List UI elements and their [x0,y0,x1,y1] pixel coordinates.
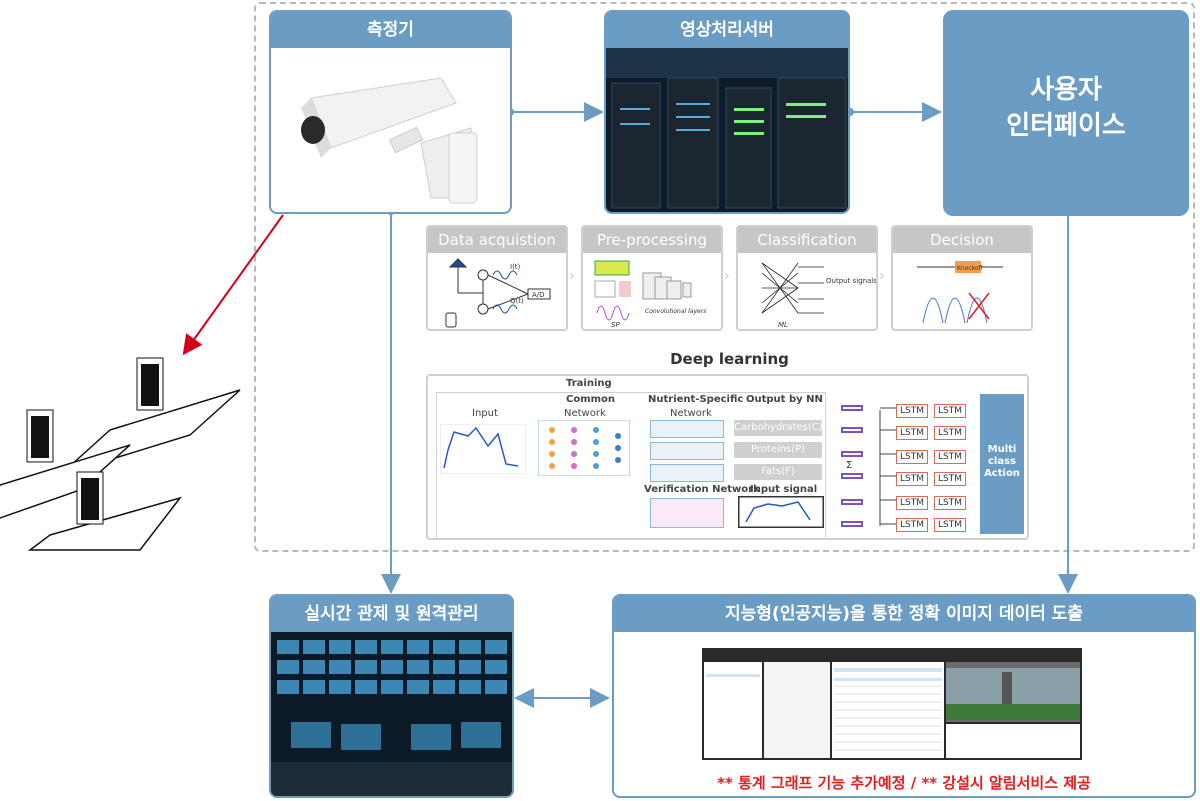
lstm-cell: LSTM [934,496,966,510]
mca-line1: Multi [987,444,1017,455]
lstm-cell: LSTM [934,472,966,486]
classification-diagram: Output signals ML [761,262,877,329]
common-label: Common [566,394,616,405]
chevron-right-icon: › [569,268,575,284]
label-ad: A/D [532,291,545,299]
output-fats: Fats(F) [734,464,822,480]
monitoring-title: 실시간 관제 및 원격관리 [271,596,512,632]
lstm-cell: LSTM [896,472,928,486]
lstm-cell: LSTM [934,518,966,532]
output-proteins: Proteins(P) [734,442,822,458]
stage-title: Data acquistion [428,227,566,253]
training-label: Training [566,378,612,389]
stage-title: Pre-processing [583,227,721,253]
control-room-image [271,632,512,796]
lstm-cell: LSTM [934,404,966,418]
input-signal-plot [738,496,824,528]
chevron-right-icon: › [724,268,730,284]
software-screenshot [702,648,1082,760]
input-label: Input [472,408,498,419]
network2-label: Network [670,408,712,419]
ui-title-line1: 사용자 [1030,75,1102,105]
intelligent-title: 지능형(인공지능)을 통한 정확 이미지 데이터 도출 [614,596,1194,632]
multi-class-action-box: Multi class Action [980,394,1024,534]
lstm-cell: LSTM [934,450,966,464]
verification-network [650,498,724,528]
lstm-cell: LSTM [934,426,966,440]
server-title: 영상처리서버 [606,12,848,48]
monitoring-card: 실시간 관제 및 원격관리 [269,594,514,798]
nutrient-network-2 [650,442,724,460]
output-nn-label: Output by NN [746,394,823,405]
deep-learning-diagram: Training Input Common Network Nutrient-S… [426,374,1029,540]
server-card: 영상처리서버 [604,10,850,214]
verification-label: Verification Network [644,484,760,495]
nutrient-network-3 [650,464,724,482]
common-network-graph [538,420,630,476]
label-knockoff: Knockoff [957,265,984,272]
label-conv: Convolutional layers [645,308,706,315]
lstm-cell: LSTM [896,450,928,464]
label-qt: Q(t) [510,297,524,305]
sensor-title: 측정기 [271,12,510,48]
stage-title: Decision [893,227,1031,253]
feature-notice: ** 통계 그래프 기능 추가예정 / ** 강설시 알림서비스 제공 [717,774,1091,792]
preprocessing-diagram: SP Convolutional layers [594,260,706,329]
lstm-cell: LSTM [896,404,928,418]
stage-classification: Classification Output signals ML [736,225,878,331]
sensor-to-site-arrow [182,214,284,356]
network-label: Network [564,408,606,419]
stage-title: Classification [738,227,876,253]
mca-line2: class [987,456,1016,467]
cctv-camera-icon [301,77,478,204]
label-it: I(t) [510,263,521,271]
intelligent-data-card: 지능형(인공지능)을 통한 정확 이미지 데이터 도출 ** 통계 그래프 기능… [612,594,1196,798]
server-room-image [606,48,848,212]
mca-line3: Action [984,468,1020,479]
lstm-cell: LSTM [896,518,928,532]
system-boundary [254,2,1195,552]
stage-data-acquisition: Data acquistion I(t) Q(t) A/D [426,225,568,331]
nutrient-label: Nutrient-Specific [648,394,744,405]
stage-pre-processing: Pre-processing SP Convolutional layers [581,225,723,331]
ui-title-line2: 인터페이스 [1006,111,1126,141]
training-box [436,392,826,540]
stage-decision: Decision Knockoff [891,225,1033,331]
deep-learning-title: Deep learning [670,350,789,368]
input-waveform [440,424,526,474]
site-buildings-illustration [0,357,241,551]
lstm-cell: LSTM [896,496,928,510]
decision-diagram: Knockoff [917,261,1003,324]
svg-text:Σ: Σ [846,460,852,471]
input-signal-label: Input signal [750,484,818,495]
label-ml: ML [778,321,788,329]
user-interface-card: 사용자 인터페이스 [943,10,1189,216]
output-carbohydrates: Carbohydrates(C) [734,420,823,436]
acquisition-diagram: I(t) Q(t) A/D [445,258,551,328]
chevron-right-icon: › [879,268,885,284]
lstm-stack-connectors: Σ [841,405,896,527]
lstm-cell: LSTM [896,426,928,440]
sensor-card: 측정기 [269,10,512,214]
nutrient-network-1 [650,420,724,438]
label-sp: SP [611,321,620,329]
label-output-signals: Output signals [826,277,877,285]
